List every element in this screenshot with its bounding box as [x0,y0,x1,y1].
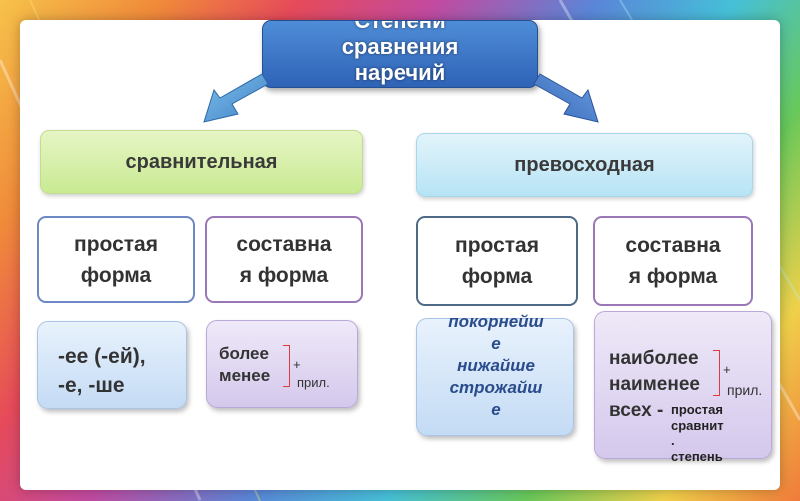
bracket-right [713,350,720,396]
adj-note-left: прил. [297,375,330,390]
comparative-simple-example: -ее (-ей), -е, -ше [37,321,187,409]
superlative-simple-line-2: форма [462,261,532,292]
note-line-1: простая [671,402,751,418]
word1-ending: е [491,334,500,353]
comparative-header-label: сравнительная [126,151,278,174]
plus-sign-right: + [723,362,731,377]
comparative-compound-example: более менее + прил. [206,320,358,408]
note-line-2: сравнит [671,418,751,434]
title-line-1: Степени [263,20,537,34]
superlative-header: превосходная [416,133,753,197]
title-box: Степени сравнения наречий [262,20,538,88]
word3-suffix: айш [507,378,542,397]
word1-suffix: ейш [509,312,544,331]
word2-stem: ниж [457,356,490,375]
bracket-left [283,345,290,387]
comparative-simple-line-1: простая [74,229,158,260]
comparative-compound-line-1: составна [236,229,331,260]
superlative-simple-line-1: простая [455,230,539,261]
superlative-compound-line-1: составна [625,230,720,261]
arrow-left-icon [198,68,270,128]
superlative-simple-example: покорнейш е нижайше строжайш е [416,318,574,436]
note-line-3: . [671,433,751,449]
word-menee: менее [219,365,270,387]
comparative-header: сравнительная [40,130,363,194]
suffix-line-1: -ее (-ей), [58,342,146,371]
title-line-3: наречий [263,60,537,86]
word2-ending: е [525,356,534,375]
comparative-compound-form: составна я форма [205,216,363,303]
word-bolee: более [219,343,270,365]
word-naimenee: наименее [609,372,700,398]
simple-comparative-note: простая сравнит . степень [671,402,751,464]
superlative-compound-form: составна я форма [593,216,753,306]
word3-stem: строж [450,378,508,397]
superlative-compound-line-2: я форма [629,261,718,292]
superlative-header-label: превосходная [514,154,654,177]
superlative-simple-form: простая форма [416,216,578,306]
dash: - [657,400,663,421]
word3-ending: е [491,400,500,419]
title-line-2: сравнения [263,34,537,60]
comparative-compound-line-2: я форма [240,260,329,291]
word1-stem: покорн [448,312,508,331]
comparative-simple-form: простая форма [37,216,195,303]
word2-suffix: айш [490,356,525,375]
suffix-line-2: -е, -ше [58,371,146,400]
comparative-simple-line-2: форма [81,260,151,291]
plus-sign-left: + [293,357,301,372]
word-vsekh: всех [609,400,652,421]
word-naibolee: наиболее [609,346,700,372]
arrow-right-icon [532,68,604,128]
adj-note-right: прил. [727,382,762,398]
note-line-4: степень [671,449,751,465]
